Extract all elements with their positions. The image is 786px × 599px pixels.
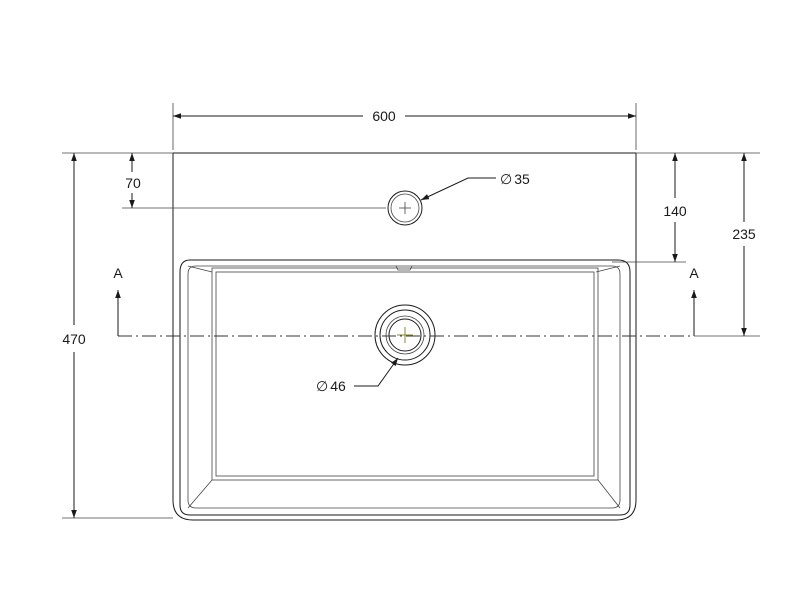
svg-text:∅46: ∅46	[316, 378, 346, 394]
width-dimension: 600	[172, 103, 637, 150]
tap-hole-diameter-label: 35	[514, 171, 530, 187]
diameter-symbol: ∅	[500, 171, 512, 187]
waste-offset-dimension: 235	[694, 153, 760, 337]
diameter-symbol: ∅	[316, 378, 328, 394]
basin-outline	[172, 152, 637, 521]
tap-hole-diameter-callout: ∅35	[420, 171, 530, 201]
waste-offset-label: 235	[732, 226, 756, 242]
tap-hole-offset-label: 70	[125, 175, 141, 191]
svg-text:∅35: ∅35	[500, 171, 530, 187]
tap-hole	[387, 190, 423, 226]
section-marker-left: A	[113, 265, 123, 281]
bowl	[179, 259, 631, 516]
waste-diameter-label: 46	[330, 378, 346, 394]
bowl-offset-label: 140	[663, 203, 687, 219]
tap-hole-offset-dimension: 70	[122, 153, 386, 209]
waste-outlet	[374, 304, 436, 366]
section-marker-right: A	[689, 265, 699, 281]
depth-label: 470	[62, 331, 86, 347]
depth-dimension: 470	[62, 152, 173, 519]
section-line-a-a: A A	[113, 265, 699, 337]
width-label: 600	[372, 108, 396, 124]
bowl-offset-dimension: 140	[612, 152, 760, 263]
waste-diameter-callout: ∅46	[316, 357, 399, 394]
